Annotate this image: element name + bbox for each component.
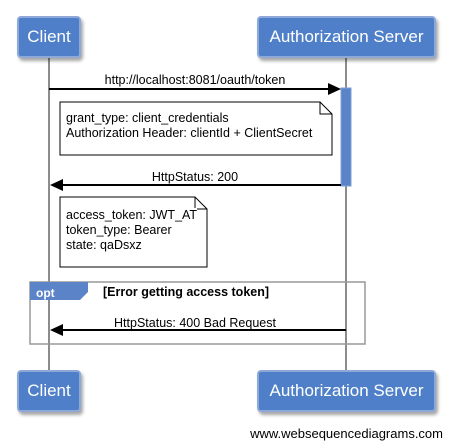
footer-watermark[interactable]: www.websequencediagrams.com <box>250 426 443 441</box>
opt-tag-shape <box>30 282 88 300</box>
error-arrowhead <box>50 324 63 336</box>
note-line: state: qaDsxz <box>66 238 142 252</box>
participant-auth-server-bottom: Authorization Server <box>257 370 436 412</box>
opt-condition-label: [Error getting access token] <box>103 285 270 299</box>
opt-frame <box>29 281 366 345</box>
response-note-text: access_token: JWT_AT token_type: Bearer … <box>66 208 198 253</box>
note-line: token_type: Bearer <box>66 223 172 237</box>
response-ok-label: HttpStatus: 200 <box>151 170 239 184</box>
request-note-fold <box>319 102 332 115</box>
note-line: grant_type: client_credentials <box>66 111 229 125</box>
note-line: access_token: JWT_AT <box>66 208 198 222</box>
request-message-label: http://localhost:8081/oauth/token <box>104 73 286 87</box>
response-arrowhead <box>50 179 63 191</box>
response-error-label: HttpStatus: 400 Bad Request <box>114 316 276 330</box>
auth-server-activation <box>340 87 352 187</box>
request-note-text: grant_type: client_credentials Authoriza… <box>66 111 313 141</box>
participant-client-bottom: Client <box>17 370 81 412</box>
note-line: Authorization Header: clientId + ClientS… <box>66 126 313 140</box>
opt-tag-label: opt <box>36 286 55 300</box>
participant-client-top: Client <box>17 16 81 58</box>
participant-auth-server-top: Authorization Server <box>257 16 436 58</box>
request-arrowhead <box>328 83 341 95</box>
